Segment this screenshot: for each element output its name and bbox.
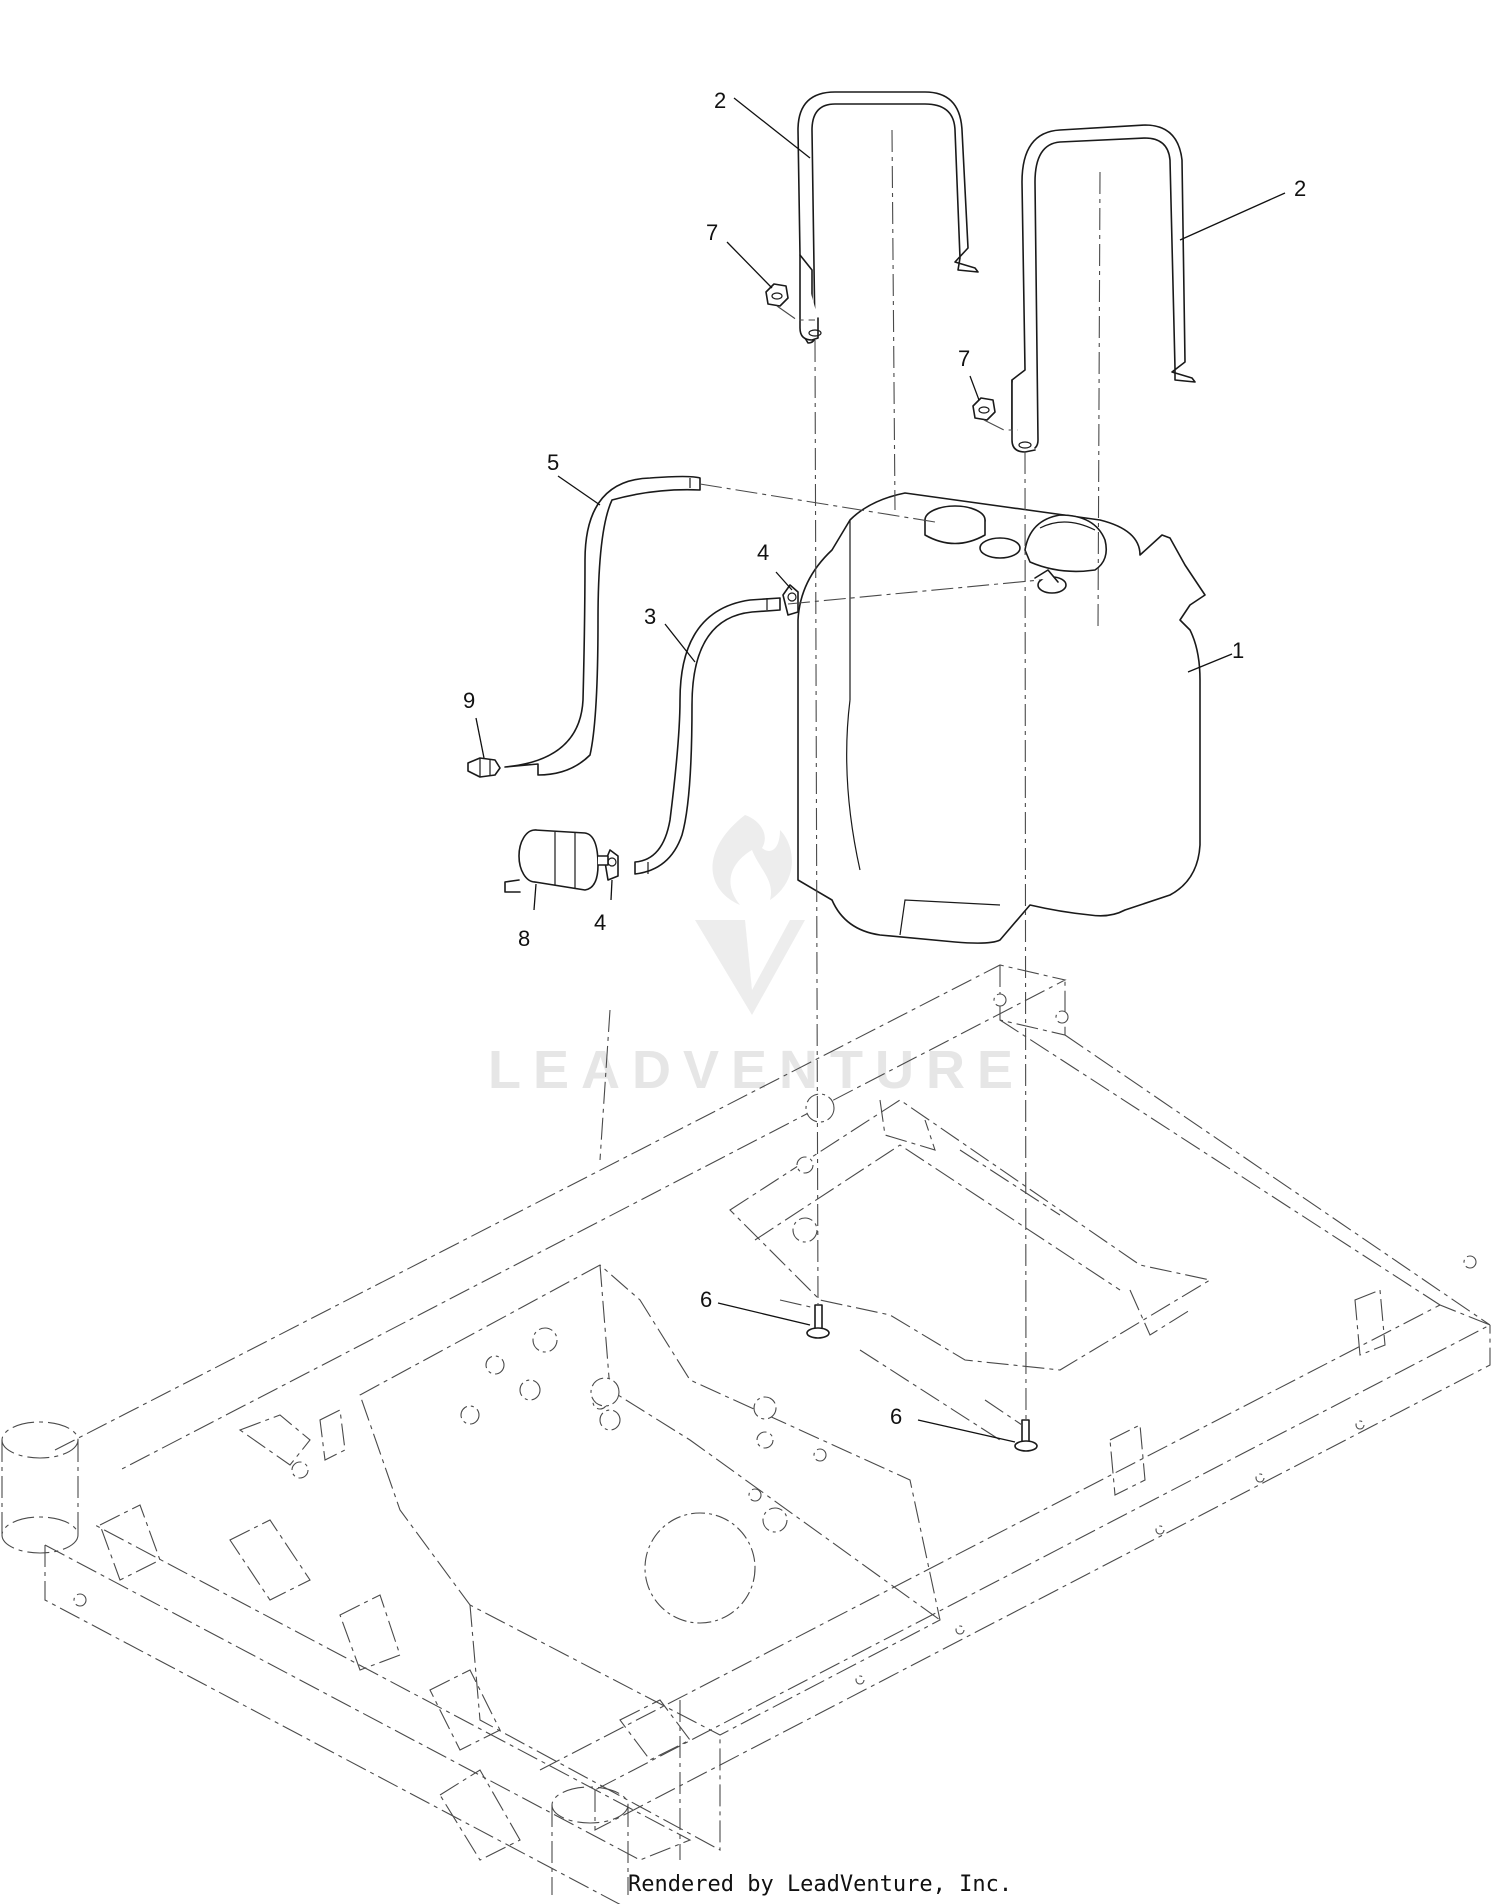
- fuel-filter: [504, 829, 609, 893]
- callout-labels: 1 2 2 3 4 4 5 6 6 7 7 8 9: [463, 88, 1306, 1429]
- callout-6-right: 6: [890, 1404, 902, 1429]
- callout-4-upper: 4: [757, 540, 769, 565]
- watermark-text: LEADVENTURE: [488, 1040, 1025, 1100]
- tank-strap-left: [797, 91, 979, 344]
- hose-clamp-upper: [782, 584, 799, 616]
- fuel-hose: [634, 597, 781, 875]
- callout-8: 8: [518, 926, 530, 951]
- render-credit: Rendered by LeadVenture, Inc.: [628, 1872, 1013, 1897]
- callout-6-left: 6: [700, 1287, 712, 1312]
- mower-frame: [1, 964, 1492, 1904]
- vent-hose: [504, 475, 701, 776]
- flange-nut-left: [765, 283, 789, 307]
- watermark-flame-icon: [712, 815, 792, 905]
- callout-1: 1: [1232, 638, 1244, 663]
- assembly-centerlines: [599, 129, 1101, 1426]
- callout-5: 5: [547, 450, 559, 475]
- callout-9: 9: [463, 688, 475, 713]
- callout-7-left: 7: [706, 220, 718, 245]
- tank-strap-right: [1011, 124, 1196, 453]
- bolt-left: [806, 1304, 830, 1339]
- callout-7-right: 7: [958, 346, 970, 371]
- fuel-tank: [797, 492, 1206, 944]
- callout-leaders: [475, 97, 1286, 1443]
- callout-2-left: 2: [714, 88, 726, 113]
- watermark-v-icon: [695, 920, 805, 1015]
- callout-3: 3: [644, 604, 656, 629]
- callout-2-right: 2: [1294, 176, 1306, 201]
- bolt-right: [1014, 1419, 1038, 1452]
- flange-nut-right: [972, 397, 996, 421]
- watermark: LEADVENTURE: [488, 815, 1025, 1100]
- vent-valve: [467, 757, 501, 778]
- callout-4-lower: 4: [594, 910, 606, 935]
